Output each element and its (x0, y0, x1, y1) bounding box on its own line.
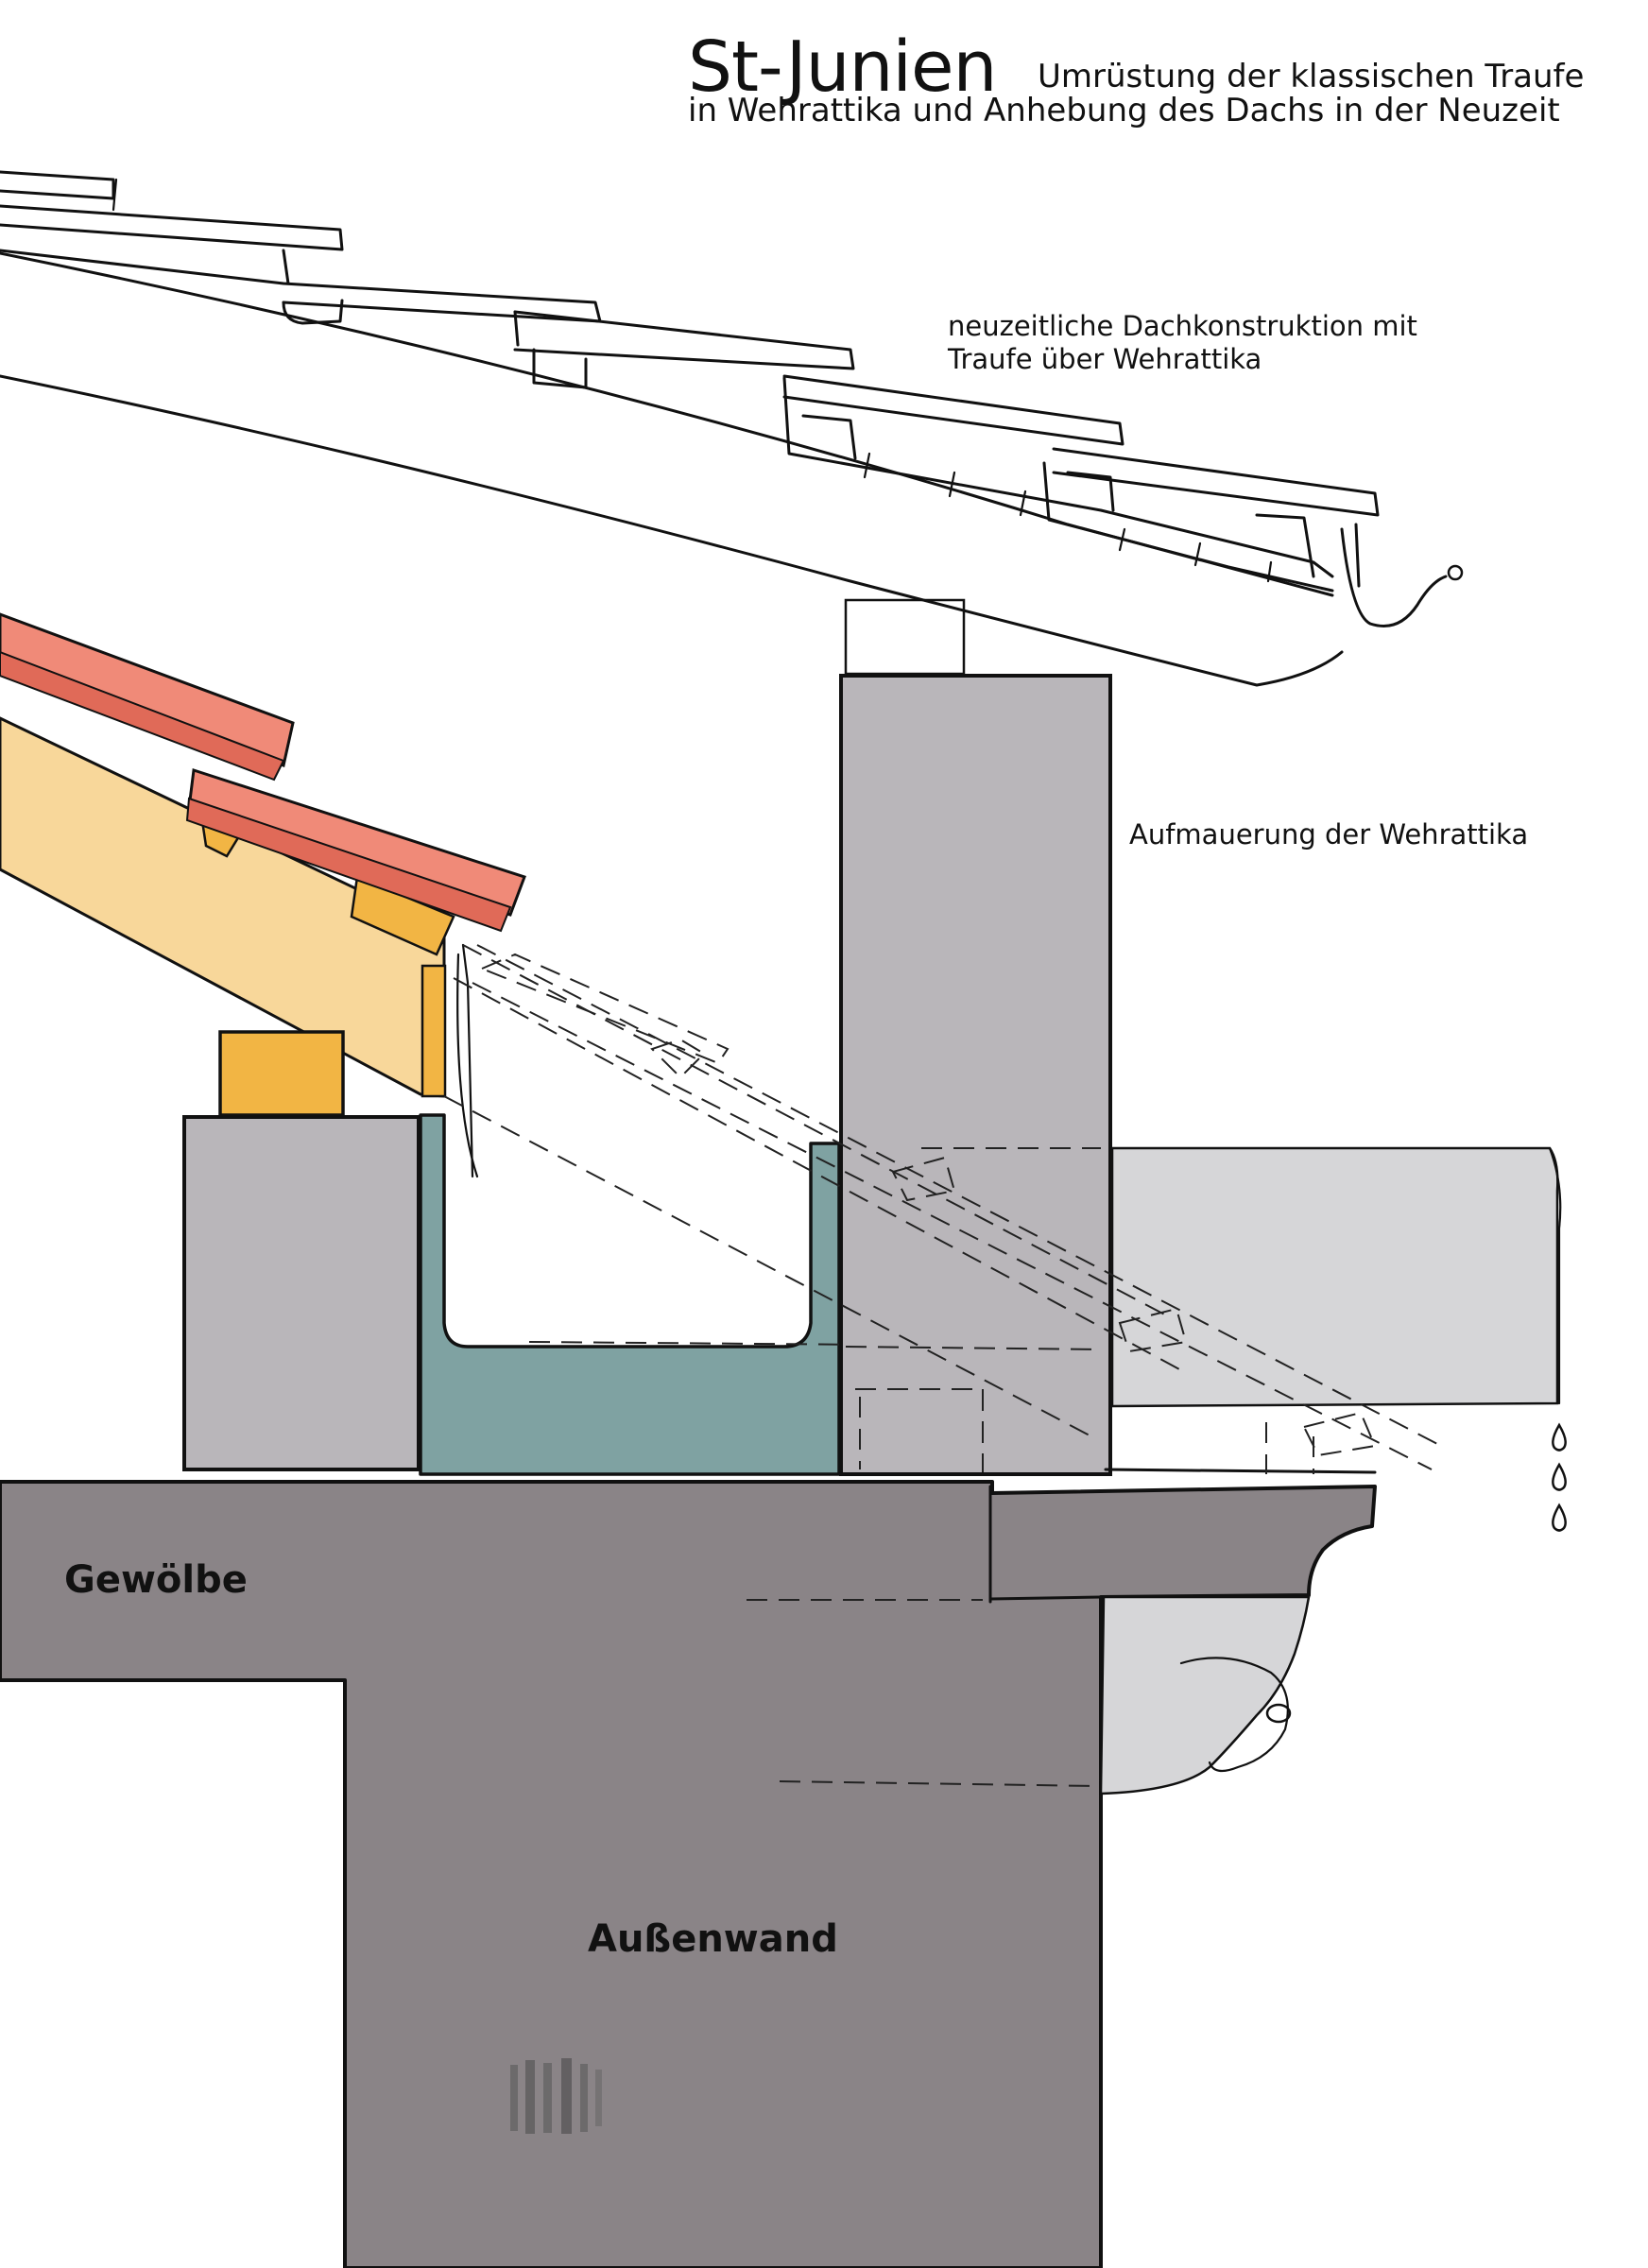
drip-edge (461, 943, 474, 1178)
outer-wall-label: Außenwand (588, 1917, 838, 1961)
parapet-masonry (839, 598, 1112, 1476)
eaves-gutter-hook (1340, 527, 1448, 627)
parapet-wall (839, 674, 1112, 1476)
parapet-note: Aufmauerung der Wehrattika (1129, 818, 1528, 850)
gallery-slab (1110, 1146, 1559, 1408)
corbel-body (1099, 1595, 1311, 1796)
drip-curve (456, 953, 479, 1178)
gallery-slab-edge (1548, 1146, 1562, 1405)
gutter-ring (1447, 564, 1464, 581)
hidden-line-2 (779, 1780, 1097, 1787)
title-main: St-Junien (688, 26, 996, 108)
modern-rafter-underside (0, 374, 1344, 687)
wall-plate (844, 598, 966, 676)
inner-parapet-block (182, 1115, 421, 1471)
fascia-board (421, 964, 447, 1098)
modern-roof-note-line-1: neuzeitliche Dachkonstruktion mit (948, 310, 1417, 342)
corbel-face-outline (1179, 1657, 1289, 1773)
removed-eaves-ghost (443, 944, 1442, 1474)
corbel-eye (1265, 1703, 1292, 1724)
vault-label: Gewölbe (64, 1558, 248, 1602)
roof-tile-upper-shadow (0, 650, 285, 782)
smudge-mark (510, 2058, 602, 2134)
title-line-1: Umrüstung der klassischen Traufe (1038, 58, 1584, 95)
parapet-hidden-3 (855, 1388, 984, 1472)
corbel-console (1099, 1595, 1311, 1796)
cornice-top-line (1104, 1468, 1377, 1474)
gutter-channel (419, 1113, 841, 1476)
title-line-2: in Wehrattika und Anhebung des Dachs in … (688, 92, 1560, 129)
wall-timber-block (218, 1030, 345, 1117)
classic-roof (0, 612, 526, 1178)
parapet-hidden-2 (845, 1346, 1102, 1350)
roof-tile-lower-shadow (185, 797, 512, 933)
roof-tile-lower (187, 768, 526, 917)
roof-tile-upper (0, 612, 295, 767)
modern-roof (0, 170, 1464, 687)
modern-roof-note-line-2: Traufe über Wehrattika (947, 343, 1262, 375)
water-drops (1552, 1422, 1567, 1532)
outer-wall-and-vault (0, 1480, 1377, 2268)
title-block: St-Junien Umrüstung der klassischen Trau… (688, 26, 1584, 129)
